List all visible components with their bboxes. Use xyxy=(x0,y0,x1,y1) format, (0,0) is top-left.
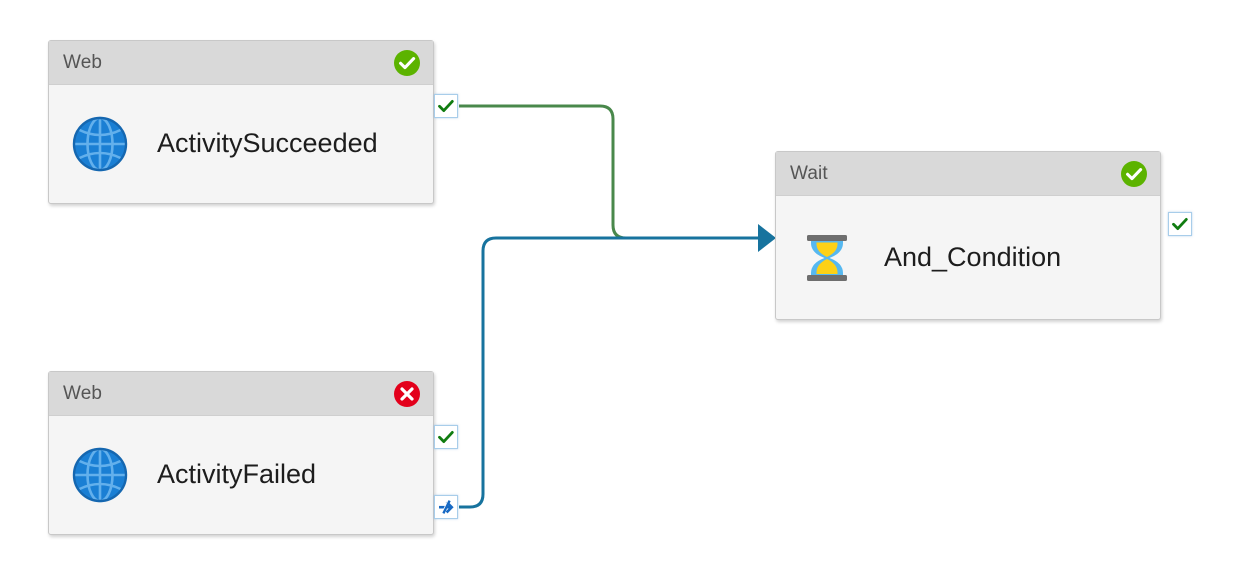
check-icon xyxy=(437,97,455,115)
node-type-label: Web xyxy=(63,383,103,404)
check-icon xyxy=(1171,215,1189,233)
node-type-label: Web xyxy=(63,52,103,73)
connector-failed-to-wait xyxy=(459,236,763,509)
check-circle-icon xyxy=(393,49,421,77)
check-circle-icon xyxy=(1120,160,1148,188)
port-success-activity-failed[interactable] xyxy=(434,425,458,449)
port-completion-activity-failed[interactable] xyxy=(434,495,458,519)
node-header: Web xyxy=(49,41,433,85)
node-body: And_Condition xyxy=(776,196,1160,319)
node-body: ActivityFailed xyxy=(49,416,433,534)
node-wait-and-condition[interactable]: Wait And_C xyxy=(775,151,1161,320)
node-header: Web xyxy=(49,372,433,416)
hourglass-icon xyxy=(798,229,856,287)
connector-arrowhead-icon xyxy=(758,224,776,252)
globe-icon xyxy=(71,446,129,504)
node-body: ActivitySucceeded xyxy=(49,85,433,203)
error-circle-icon xyxy=(393,380,421,408)
node-web-activity-succeeded[interactable]: Web xyxy=(48,40,434,204)
node-web-activity-failed[interactable]: Web xyxy=(48,371,434,535)
node-activity-name: ActivityFailed xyxy=(157,459,317,490)
arrow-right-icon xyxy=(437,498,455,516)
node-activity-name: ActivitySucceeded xyxy=(157,128,378,159)
connector-succeeded-to-wait xyxy=(459,104,700,240)
globe-icon xyxy=(71,115,129,173)
node-type-label: Wait xyxy=(790,163,828,184)
check-icon xyxy=(437,428,455,446)
port-success-wait-and-condition[interactable] xyxy=(1168,212,1192,236)
node-activity-name: And_Condition xyxy=(884,241,1062,272)
node-header: Wait xyxy=(776,152,1160,196)
port-success-activity-succeeded[interactable] xyxy=(434,94,458,118)
